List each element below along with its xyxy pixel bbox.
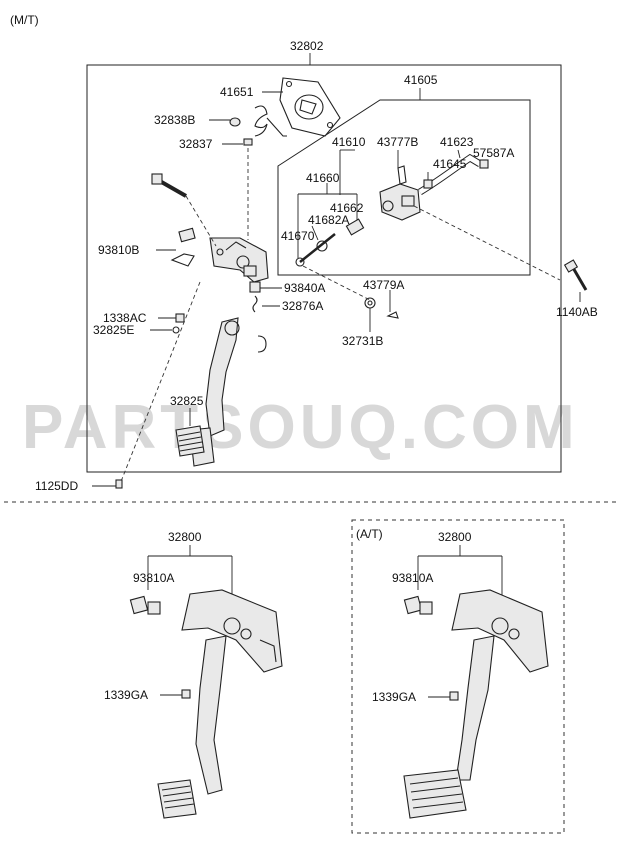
callout-32800-mt[interactable]: 32800 bbox=[168, 530, 202, 544]
callout-41623[interactable]: 41623 bbox=[440, 135, 474, 149]
callout-1125DD[interactable]: 1125DD bbox=[35, 479, 78, 493]
assembly-frame-32802 bbox=[86, 64, 562, 473]
washer-32731B bbox=[364, 297, 376, 309]
bolt-1125DD bbox=[115, 479, 123, 489]
callout-41605[interactable]: 41605 bbox=[404, 73, 438, 87]
callout-1339GA-at[interactable]: 1339GA bbox=[372, 690, 416, 704]
pedal-pad-32825 bbox=[175, 425, 205, 457]
watermark-text: PARTSOUQ.COM bbox=[22, 393, 579, 462]
section-label-mt: (M/T) bbox=[10, 13, 39, 27]
brake-pedal-assembly-mt bbox=[129, 589, 283, 819]
callout-32837[interactable]: 32837 bbox=[179, 137, 213, 151]
bushing-32825E bbox=[172, 326, 180, 334]
callout-43777B[interactable]: 43777B bbox=[377, 135, 418, 149]
callout-1140AB[interactable]: 1140AB bbox=[556, 305, 598, 319]
callout-57587A[interactable]: 57587A bbox=[473, 146, 514, 160]
callout-93810A-at[interactable]: 93810A bbox=[392, 571, 433, 585]
brake-pedal-assembly-at bbox=[403, 589, 549, 819]
at-variant-frame bbox=[351, 519, 565, 834]
callout-41670[interactable]: 41670 bbox=[281, 229, 315, 243]
callout-41660[interactable]: 41660 bbox=[306, 171, 340, 185]
pin-43779A bbox=[386, 311, 399, 319]
callout-41662[interactable]: 41662 bbox=[330, 201, 364, 215]
callout-93840A[interactable]: 93840A bbox=[284, 281, 325, 295]
callout-41645[interactable]: 41645 bbox=[433, 157, 467, 171]
callout-41651[interactable]: 41651 bbox=[220, 85, 254, 99]
section-label-at: (A/T) bbox=[356, 527, 383, 541]
gasket-plate-41651 bbox=[279, 77, 341, 137]
pedal-bracket bbox=[209, 237, 269, 283]
switch-93810B bbox=[170, 227, 196, 267]
callout-32838B[interactable]: 32838B bbox=[154, 113, 195, 127]
callout-93810B[interactable]: 93810B bbox=[98, 243, 139, 257]
bolt-1140AB bbox=[563, 259, 588, 291]
callout-43779A[interactable]: 43779A bbox=[363, 278, 404, 292]
callout-41610[interactable]: 41610 bbox=[332, 135, 366, 149]
bolt-1338AC bbox=[175, 313, 185, 323]
spring-32876A bbox=[252, 295, 258, 313]
push-rod-41660 bbox=[295, 218, 365, 267]
clamp-41645 bbox=[423, 179, 433, 189]
nut-32838B bbox=[229, 105, 287, 137]
callout-32825E[interactable]: 32825E bbox=[93, 323, 134, 337]
callout-32731B[interactable]: 32731B bbox=[342, 334, 383, 348]
callout-93810A-mt[interactable]: 93810A bbox=[133, 571, 174, 585]
callout-32876A[interactable]: 32876A bbox=[282, 299, 323, 313]
callout-1338AC[interactable]: 1338AC bbox=[103, 311, 147, 325]
subassembly-frame-41605 bbox=[277, 99, 531, 276]
callout-41682A[interactable]: 41682A bbox=[308, 213, 349, 227]
pivot-bolt bbox=[151, 173, 187, 198]
clip-32837 bbox=[243, 138, 253, 146]
master-cylinder-41610 bbox=[379, 165, 421, 221]
callout-1339GA-mt[interactable]: 1339GA bbox=[104, 688, 148, 702]
callout-32800-at[interactable]: 32800 bbox=[438, 530, 472, 544]
callout-32825[interactable]: 32825 bbox=[170, 394, 204, 408]
callout-32802[interactable]: 32802 bbox=[290, 39, 324, 53]
sensor-93840A bbox=[249, 281, 261, 293]
